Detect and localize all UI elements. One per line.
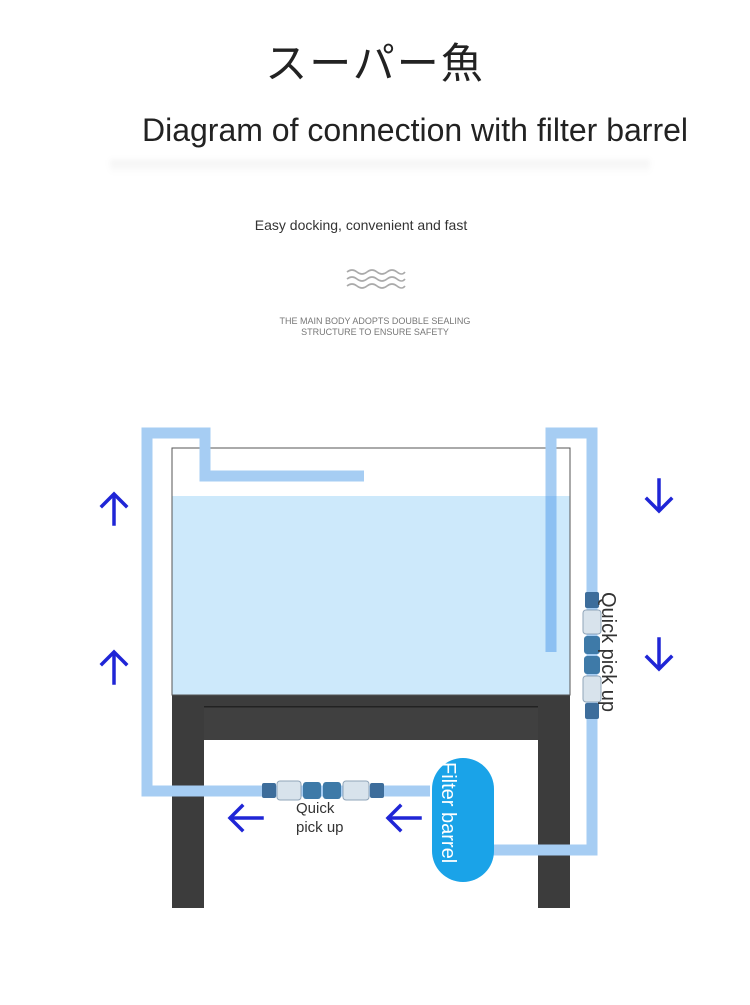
arrow-up-icon <box>99 649 129 685</box>
tank-stand <box>172 695 570 908</box>
page-title: Diagram of connection with filter barrel <box>141 112 688 148</box>
quick-pick-up-label-right: Quick pick up <box>597 592 619 712</box>
aquarium-tank <box>171 447 571 696</box>
brand-title: スーパー魚 <box>265 39 485 88</box>
arrow-down-icon <box>644 637 674 672</box>
tagline-line-1: THE MAIN BODY ADOPTS DOUBLE SEALING <box>279 316 471 326</box>
wave-icon <box>346 269 406 289</box>
subtitle: Easy docking, convenient and fast <box>254 217 468 233</box>
tagline: THE MAIN BODY ADOPTS DOUBLE SEALING STRU… <box>0 316 750 338</box>
arrow-left-icon <box>385 803 422 833</box>
quick-connector-right <box>582 592 602 719</box>
quick-pick-up-label-line-2: pick up <box>296 819 344 836</box>
quick-connector-bottom <box>262 780 384 801</box>
arrow-down-icon <box>644 478 674 514</box>
outlet-pipe-left <box>141 427 430 797</box>
filter-barrel-label: Filter barrel <box>437 762 459 863</box>
arrow-left-icon <box>227 803 264 833</box>
arrow-up-icon <box>99 491 129 526</box>
title-shadow <box>110 160 650 174</box>
filter-barrel <box>432 758 494 882</box>
tagline-line-2: STRUCTURE TO ENSURE SAFETY <box>301 327 449 337</box>
quick-pick-up-label-line-1: Quick <box>296 800 335 817</box>
